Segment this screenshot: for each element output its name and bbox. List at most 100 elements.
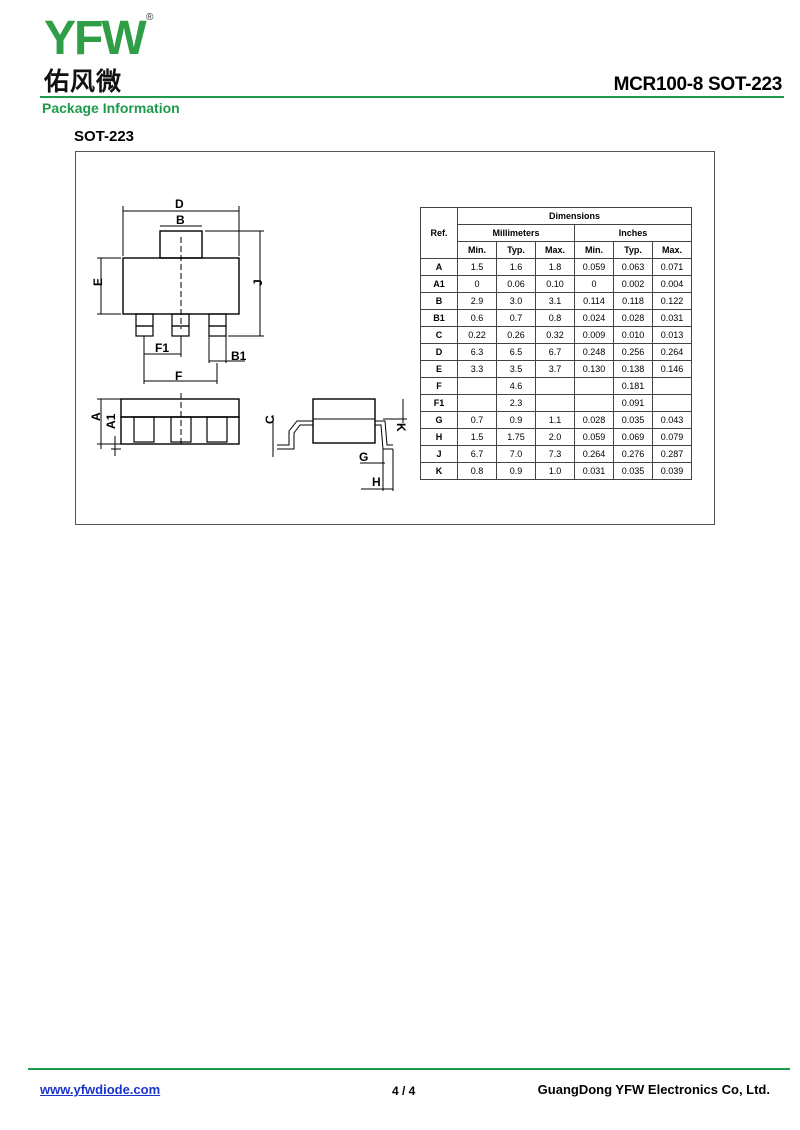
- row-value: 3.0: [496, 292, 536, 310]
- row-value: 0.035: [613, 411, 653, 429]
- row-ref: B: [420, 292, 458, 310]
- header-divider: [40, 96, 784, 98]
- col-header: Min.: [457, 241, 497, 259]
- dim-label-H: H: [372, 475, 381, 489]
- row-value: [574, 377, 614, 395]
- registered-mark: ®: [146, 12, 154, 23]
- website-link[interactable]: www.yfwdiode.com: [40, 1082, 161, 1097]
- row-value: 0.8: [457, 462, 497, 480]
- row-value: 0.248: [574, 343, 614, 361]
- col-header: Typ.: [496, 241, 536, 259]
- row-value: 0.9: [496, 462, 536, 480]
- row-value: 0.035: [613, 462, 653, 480]
- package-drawing-frame: [75, 151, 715, 525]
- row-value: 0.264: [574, 445, 614, 463]
- logo-chinese-name: 佑风微: [44, 67, 123, 96]
- row-value: [535, 377, 575, 395]
- row-value: 2.9: [457, 292, 497, 310]
- row-value: 0.079: [652, 428, 692, 446]
- row-value: 3.5: [496, 360, 536, 378]
- dim-label-G: G: [359, 450, 368, 464]
- row-value: 6.7: [535, 343, 575, 361]
- row-value: 0: [574, 275, 614, 293]
- row-ref: B1: [420, 309, 458, 327]
- row-value: 0.004: [652, 275, 692, 293]
- row-value: 0.039: [652, 462, 692, 480]
- row-value: 0.146: [652, 360, 692, 378]
- row-value: 0.114: [574, 292, 614, 310]
- row-value: 6.5: [496, 343, 536, 361]
- footer-divider: [28, 1068, 790, 1070]
- col-header: Min.: [574, 241, 614, 259]
- col-header: Typ.: [613, 241, 653, 259]
- row-value: 2.3: [496, 394, 536, 412]
- page-number: 4 / 4: [392, 1084, 416, 1098]
- dim-label-J: J: [251, 279, 265, 286]
- ref-header: Ref.: [420, 207, 458, 259]
- row-value: 0.10: [535, 275, 575, 293]
- row-value: 1.6: [496, 258, 536, 276]
- row-value: 6.7: [457, 445, 497, 463]
- row-value: 0.071: [652, 258, 692, 276]
- row-ref: G: [420, 411, 458, 429]
- row-value: 0.009: [574, 326, 614, 344]
- inches-header: Inches: [574, 224, 692, 242]
- row-value: 0.06: [496, 275, 536, 293]
- row-value: 1.0: [535, 462, 575, 480]
- row-value: [652, 377, 692, 395]
- company-name: GuangDong YFW Electronics Co, Ltd.: [537, 1082, 770, 1097]
- row-value: 7.0: [496, 445, 536, 463]
- row-value: 0.059: [574, 428, 614, 446]
- company-logo: YFW 佑风微: [44, 12, 164, 96]
- row-value: 0.028: [574, 411, 614, 429]
- row-value: 0.287: [652, 445, 692, 463]
- row-ref: E: [420, 360, 458, 378]
- dimensions-table: Ref. Dimensions Millimeters Inches Min. …: [420, 207, 692, 480]
- row-value: 3.7: [535, 360, 575, 378]
- row-value: 0.9: [496, 411, 536, 429]
- row-value: 0.138: [613, 360, 653, 378]
- row-value: 1.1: [535, 411, 575, 429]
- row-value: 7.3: [535, 445, 575, 463]
- row-value: 1.5: [457, 258, 497, 276]
- row-value: 0.26: [496, 326, 536, 344]
- yfw-logo-mark: YFW: [44, 12, 149, 62]
- package-title: SOT-223: [74, 128, 135, 145]
- document-title: MCR100-8 SOT-223: [613, 74, 783, 95]
- row-ref: C: [420, 326, 458, 344]
- row-value: 0.264: [652, 343, 692, 361]
- row-value: [457, 377, 497, 395]
- row-value: 0.069: [613, 428, 653, 446]
- row-value: 0.010: [613, 326, 653, 344]
- millimeters-header: Millimeters: [457, 224, 575, 242]
- row-value: 0.043: [652, 411, 692, 429]
- row-value: 0.059: [574, 258, 614, 276]
- row-value: 0.122: [652, 292, 692, 310]
- row-ref: J: [420, 445, 458, 463]
- dim-label-E: E: [91, 278, 105, 286]
- row-ref: F: [420, 377, 458, 395]
- row-value: 0.32: [535, 326, 575, 344]
- row-value: 0.091: [613, 394, 653, 412]
- row-value: 0.22: [457, 326, 497, 344]
- dim-label-K: K: [394, 423, 408, 432]
- dim-label-A: A: [89, 412, 103, 421]
- dim-label-C: C: [263, 415, 277, 424]
- dim-label-A1: A1: [104, 413, 118, 429]
- row-ref: K: [420, 462, 458, 480]
- logo-letters: YFW: [44, 12, 147, 62]
- row-value: 2.0: [535, 428, 575, 446]
- row-value: 1.5: [457, 428, 497, 446]
- row-value: [652, 394, 692, 412]
- row-value: 0.6: [457, 309, 497, 327]
- row-value: 0.130: [574, 360, 614, 378]
